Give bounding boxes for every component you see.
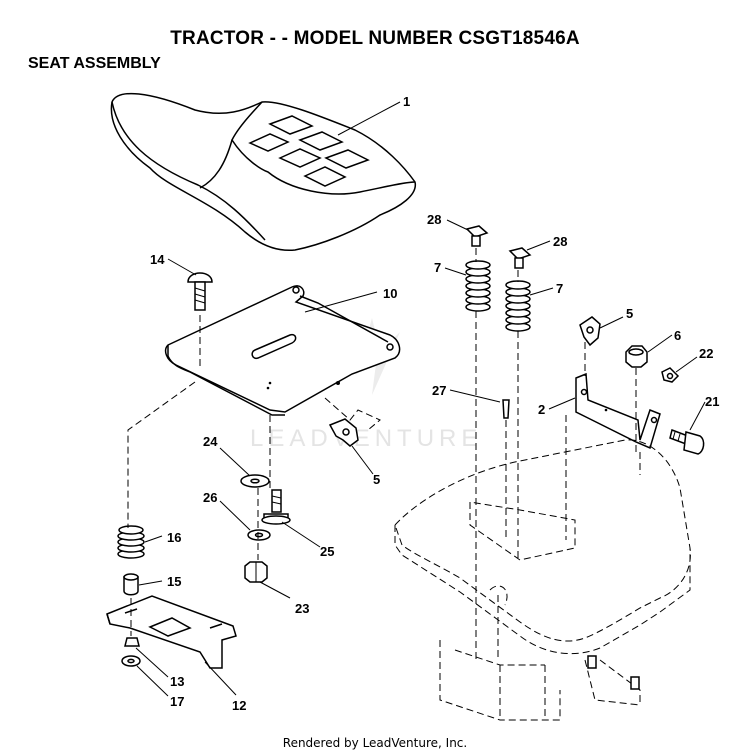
callout-23: 23 [295,601,309,616]
flat-washer-part [240,474,270,488]
spring-part-right [505,280,531,332]
callout-28-right: 28 [553,234,567,249]
lock-washer-part [247,529,271,541]
seat-pan-part [164,285,401,416]
callout-14: 14 [150,252,165,267]
callout-5-right: 5 [626,306,633,321]
adjust-knob-part-right [508,247,532,269]
shoulder-bolt-part [669,429,705,455]
pivot-bracket-part [106,595,237,669]
assembly-lines [127,248,641,660]
callout-leaders [135,101,706,697]
callout-26: 26 [203,490,217,505]
section-title: SEAT ASSEMBLY [28,55,161,72]
lock-nut-part [625,345,648,368]
callout-24: 24 [203,434,218,449]
hex-bolt-part [261,489,291,525]
page-title: TRACTOR - - MODEL NUMBER CSGT18546A [170,28,580,49]
carriage-bolt-part [187,272,213,311]
adjust-knob-part-left [465,225,489,247]
bushing-part [661,367,680,383]
callout-10: 10 [383,286,397,301]
callout-1: 1 [403,94,410,109]
washer-part-small [121,655,141,667]
callout-21: 21 [705,394,719,409]
callout-labels: 1 10 14 28 28 7 7 27 5 6 22 21 2 24 26 2… [150,94,719,713]
callout-5-left: 5 [373,472,380,487]
callout-27: 27 [432,383,446,398]
latch-part-right [579,316,601,347]
callout-25: 25 [320,544,334,559]
watermark-text: LEADVENTURE [250,425,482,452]
callout-6: 6 [674,328,681,343]
frame-stud-right [630,676,640,690]
frame-stud-left [587,655,597,669]
callout-22: 22 [699,346,713,361]
callout-16: 16 [167,530,181,545]
seat-mount-bracket-part [575,372,661,450]
hex-nut-part [244,561,268,583]
callout-13: 13 [170,674,184,689]
callout-28-left: 28 [427,212,441,227]
callout-7-right: 7 [556,281,563,296]
spacer-part [123,573,139,596]
seat-spring-part [117,525,145,559]
seat-part [110,92,416,252]
tractor-frame-outline [394,439,691,721]
callout-7-left: 7 [434,260,441,275]
nut-part-small [124,637,140,647]
pin-part [502,399,510,419]
footer-credit: Rendered by LeadVenture, Inc. [282,736,468,750]
callout-17: 17 [170,694,184,709]
latch-clip-part-left [328,418,359,447]
callout-12: 12 [232,698,246,713]
callout-15: 15 [167,574,181,589]
callout-2: 2 [538,402,545,417]
spring-part-left [465,260,491,312]
